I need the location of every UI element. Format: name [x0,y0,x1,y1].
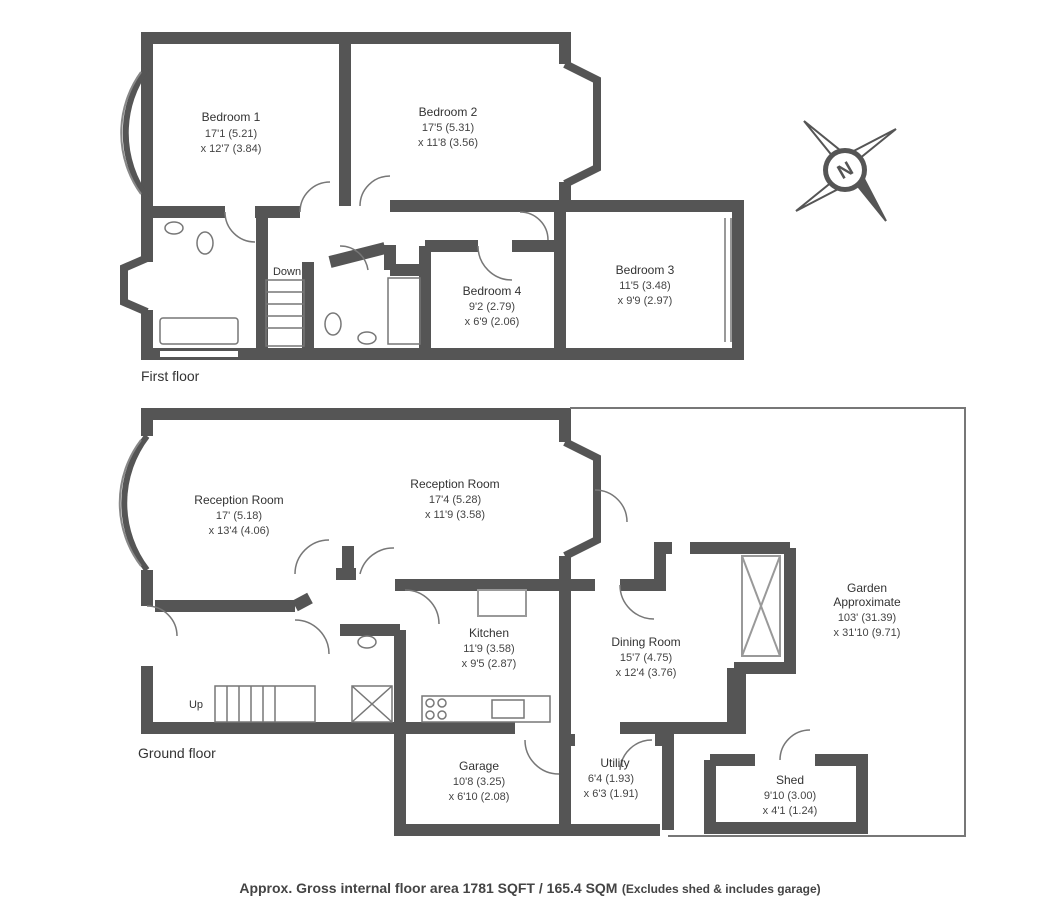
window-marks [160,218,781,657]
svg-text:103' (31.39): 103' (31.39) [838,612,896,624]
kitchen-counter [421,695,551,723]
room-name-kitchen: Kitchen [469,626,509,640]
bathtub-icon [159,317,239,345]
compass-rose-icon: N [795,120,897,222]
room-name-dining: Dining Room [611,635,680,649]
svg-text:10'8 (3.25): 10'8 (3.25) [453,776,505,788]
svg-text:17'4 (5.28): 17'4 (5.28) [429,494,481,506]
svg-text:11'9 (3.58): 11'9 (3.58) [463,643,514,655]
room-name-bedroom-3: Bedroom 3 [616,263,675,277]
stairs-first-floor [265,279,305,347]
sink-icon-3 [357,635,377,649]
floor-area-note: (Excludes shed & includes garage) [621,882,821,896]
first-floor-label: First floor [141,368,200,384]
toilet-icon [196,231,214,255]
room-name-reception-1: Reception Room [194,493,283,507]
ground-floor-walls [118,408,868,836]
garden-label: Garden [847,581,887,595]
svg-text:17'1 (5.21): 17'1 (5.21) [205,128,257,140]
svg-text:17' (5.18): 17' (5.18) [216,510,262,522]
room-name-bedroom-4: Bedroom 4 [463,284,522,298]
door-swings [146,175,811,775]
stairs-down-label: Down [273,266,301,278]
svg-text:x 6'9 (2.06): x 6'9 (2.06) [465,316,520,328]
shower-icon [351,685,393,723]
room-name-garage: Garage [459,759,499,773]
svg-text:x 9'9 (2.97): x 9'9 (2.97) [618,295,673,307]
svg-text:x 31'10 (9.71): x 31'10 (9.71) [834,627,901,639]
svg-text:x 6'3 (1.91): x 6'3 (1.91) [584,788,639,800]
ground-floor-labels: Reception Room 17' (5.18) x 13'4 (4.06) … [138,477,901,817]
svg-text:x 12'7 (3.84): x 12'7 (3.84) [201,143,262,155]
floor-area-text: Approx. Gross internal floor area 1781 S… [239,880,618,896]
room-name-utility: Utility [600,756,629,770]
room-name-bedroom-2: Bedroom 2 [419,105,478,119]
svg-text:6'4 (1.93): 6'4 (1.93) [588,773,634,785]
room-name-reception-2: Reception Room [410,477,499,491]
sink-icon-2 [357,331,377,345]
garden-approx-label: Approximate [833,595,901,609]
ground-floor-label: Ground floor [138,745,216,761]
sink-icon [164,221,184,235]
toilet-icon-2 [324,312,342,336]
garden-boundary [570,407,966,837]
stairs-up-label: Up [189,699,203,711]
svg-text:x 11'8 (3.56): x 11'8 (3.56) [418,137,478,149]
kitchen-sink-icon [491,699,525,719]
svg-text:9'2 (2.79): 9'2 (2.79) [469,301,515,313]
svg-text:x 12'4 (3.76): x 12'4 (3.76) [616,667,677,679]
room-name-shed: Shed [776,773,804,787]
svg-text:x 13'4 (4.06): x 13'4 (4.06) [209,525,270,537]
first-floor-walls [120,32,744,360]
svg-text:x 11'9 (3.58): x 11'9 (3.58) [425,509,485,521]
svg-text:11'5 (3.48): 11'5 (3.48) [619,280,670,292]
first-floor-labels: Bedroom 1 17'1 (5.21) x 12'7 (3.84) Bedr… [141,105,675,384]
bath-first-floor-icon [387,277,421,345]
svg-text:9'10 (3.00): 9'10 (3.00) [764,790,816,802]
svg-text:x 4'1 (1.24): x 4'1 (1.24) [763,805,818,817]
svg-text:x 9'5 (2.87): x 9'5 (2.87) [462,658,517,670]
svg-text:15'7 (4.75): 15'7 (4.75) [620,652,672,664]
stairs-ground-floor [214,685,316,723]
svg-text:17'5 (5.31): 17'5 (5.31) [422,122,474,134]
floor-area-footer: Approx. Gross internal floor area 1781 S… [0,880,1060,898]
svg-text:x 6'10 (2.08): x 6'10 (2.08) [449,791,510,803]
fixtures [159,221,551,723]
room-name-bedroom-1: Bedroom 1 [202,110,261,124]
